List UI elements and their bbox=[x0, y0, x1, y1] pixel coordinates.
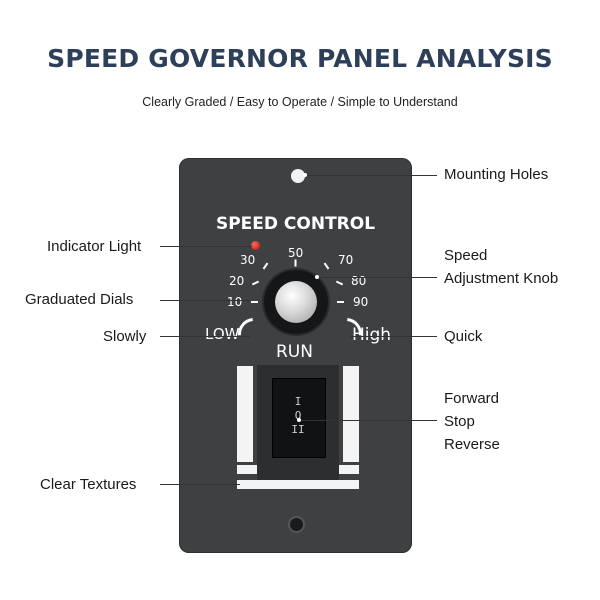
panel-title: SPEED CONTROL bbox=[215, 214, 376, 234]
switch-symbol-reverse: II bbox=[291, 423, 305, 436]
callout-line-speed-knob bbox=[317, 277, 437, 278]
speed-adjustment-knob[interactable] bbox=[275, 281, 317, 323]
dial-tick bbox=[294, 259, 297, 267]
callout-line-slowly bbox=[160, 336, 250, 337]
label-quick: Quick bbox=[444, 328, 483, 345]
texture-bar-bottom-2 bbox=[237, 480, 359, 489]
dial-number-20: 20 bbox=[229, 274, 245, 288]
dial-number-90: 90 bbox=[353, 295, 369, 309]
texture-bar-left bbox=[237, 366, 253, 462]
label-slowly: Slowly bbox=[103, 328, 147, 345]
label-speed: Speed bbox=[444, 247, 488, 264]
page-title: SPEED GOVERNOR PANEL ANALYSIS bbox=[47, 44, 553, 73]
run-label: RUN bbox=[276, 342, 313, 362]
callout-dot bbox=[315, 275, 319, 279]
label-adjustment-knob: Adjustment Knob bbox=[444, 270, 559, 287]
callout-line-graduated bbox=[160, 300, 250, 301]
label-clear-textures: Clear Textures bbox=[40, 476, 137, 493]
mounting-hole-bottom bbox=[290, 518, 303, 531]
dial-number-30: 30 bbox=[240, 253, 256, 267]
low-label: LOW bbox=[205, 325, 240, 343]
label-forward: Forward bbox=[444, 390, 500, 407]
label-graduated-dials: Graduated Dials bbox=[25, 291, 134, 308]
label-indicator-light: Indicator Light bbox=[47, 238, 142, 255]
callout-line-mounting bbox=[305, 175, 437, 176]
label-stop: Stop bbox=[444, 413, 475, 430]
label-mounting-holes: Mounting Holes bbox=[444, 166, 549, 183]
dial-number-10: 10 bbox=[227, 295, 243, 309]
callout-line-textures bbox=[160, 484, 240, 485]
callout-dot bbox=[297, 418, 301, 422]
dial-tick bbox=[251, 301, 258, 303]
direction-rocker-switch[interactable] bbox=[272, 378, 326, 458]
dial-number-70: 70 bbox=[338, 253, 354, 267]
page-subtitle: Clearly Graded / Easy to Operate / Simpl… bbox=[142, 95, 458, 109]
switch-symbol-stop: O bbox=[294, 409, 302, 422]
dial-tick bbox=[337, 301, 344, 303]
callout-line-switch bbox=[300, 420, 437, 421]
switch-symbols: I O II bbox=[272, 395, 324, 437]
label-reverse: Reverse bbox=[444, 436, 500, 453]
indicator-light bbox=[251, 241, 260, 250]
high-label: High bbox=[352, 325, 392, 345]
dial-number-50: 50 bbox=[288, 246, 304, 260]
switch-symbol-forward: I bbox=[294, 395, 302, 408]
texture-bar-right bbox=[343, 366, 359, 462]
callout-line-indicator bbox=[160, 246, 252, 247]
callout-line-quick bbox=[350, 336, 437, 337]
callout-dot bbox=[303, 173, 307, 177]
mounting-hole-top bbox=[291, 169, 305, 183]
